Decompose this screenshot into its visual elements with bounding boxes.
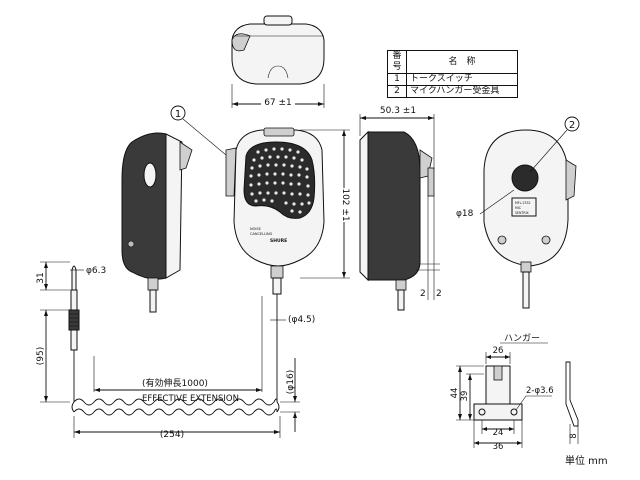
plug-length-dim: 31 — [36, 272, 46, 283]
effective-extension-en: EFFECTIVE EXTENSION — [142, 394, 239, 404]
top-view: 67 ±1 — [231, 15, 325, 108]
cable-dia-dim: (φ4.5) — [288, 315, 315, 325]
hanger-title: ハンガー — [504, 333, 540, 344]
side-gap-1: 2 — [420, 289, 426, 299]
parts-row-name: トークスイッチ — [406, 73, 518, 86]
parts-row-no: 1 — [387, 73, 407, 86]
effective-extension-jp: (有効伸長1000) — [142, 377, 208, 389]
hanger-detail: ハンガー 26 44 39 2-φ3.6 — [450, 333, 579, 452]
table-row: 1 トークスイッチ — [387, 73, 518, 86]
side-view-right: 50.3 ±1 2 2 — [359, 106, 442, 311]
back-label-line3: SENTRIX — [515, 211, 530, 215]
front-label-brand: SHURE — [270, 238, 287, 244]
hanger-d26: 26 — [493, 346, 504, 356]
coil-cord — [71, 398, 280, 416]
hanger-d8: 8 — [569, 433, 579, 438]
front-grille — [243, 141, 316, 219]
front-grille-holes — [249, 147, 311, 214]
plug-dia-dim: φ6.3 — [86, 266, 106, 276]
side-gap-2: 2 — [436, 289, 442, 299]
unit-label: 単位 mm — [565, 456, 608, 467]
back-hanger-hole — [511, 164, 539, 192]
back-label-line1: MFL-2332 — [515, 201, 531, 205]
callout-1-label: 1 — [175, 109, 181, 120]
side-view-left — [121, 132, 193, 313]
callout-2-label: 2 — [569, 120, 575, 131]
coil-length-dim: (95) — [36, 347, 46, 365]
front-label-line1: NOISE — [250, 227, 261, 231]
back-label-line2: MIC — [515, 206, 522, 210]
back-view: MFL-2332 MIC SENTRIX φ18 — [456, 129, 577, 309]
hole-dia-dim: φ18 — [456, 209, 474, 219]
parts-row-name: マイクハンガー受金具 — [406, 85, 518, 98]
parts-row-no: 2 — [387, 85, 407, 98]
parts-table: 番号 名 称 1 トークスイッチ 2 マイクハンガー受金具 — [387, 50, 518, 98]
side-depth-dim: 50.3 ±1 — [380, 106, 416, 116]
parts-header-no: 番号 — [387, 50, 407, 74]
front-label-line2: CANCELLING — [250, 232, 273, 236]
top-width-dim: 67 ±1 — [264, 98, 292, 108]
cord-length-dim: (254) — [160, 430, 184, 440]
hanger-d36: 36 — [493, 442, 504, 452]
hanger-d24: 24 — [493, 428, 504, 438]
height-dim: 102 ±1 — [340, 188, 350, 221]
callout-1: 1 — [170, 105, 233, 161]
parts-table-header: 番号 名 称 — [387, 50, 518, 74]
hanger-d39: 39 — [460, 391, 470, 402]
hanger-holes: 2-φ3.6 — [526, 386, 554, 396]
hanger-d44: 44 — [450, 388, 460, 399]
callout-2: 2 — [529, 116, 580, 173]
front-view: NOISE CANCELLING SHURE 102 ±1 — [225, 127, 350, 295]
parts-header-name: 名 称 — [406, 50, 518, 74]
coil-dia-dim: (φ16) — [286, 370, 296, 394]
plug-and-cord: 31 φ6.3 (95) (φ4.5) (φ16) (有効伸長1000) EFF… — [36, 261, 315, 440]
table-row: 2 マイクハンガー受金具 — [387, 85, 518, 98]
